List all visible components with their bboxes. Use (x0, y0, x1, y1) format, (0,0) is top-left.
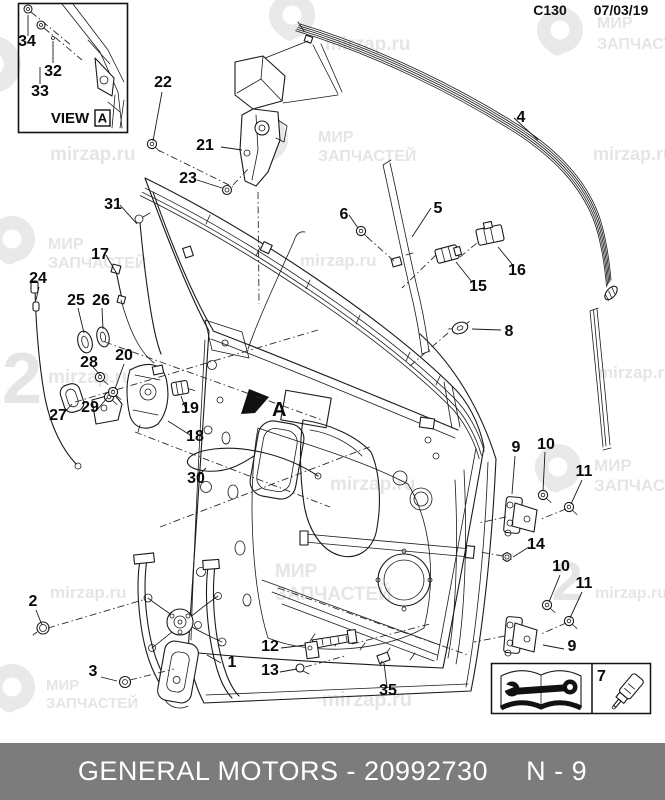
window-regulator (32, 552, 240, 709)
front-run-channel (355, 159, 431, 355)
watermark-brand: МИР (318, 129, 354, 146)
watermark-brand: МИР (275, 561, 317, 582)
part-label-30: 30 (187, 470, 205, 487)
part-label-22: 22 (154, 74, 172, 91)
watermark-brand: ЗАПЧАСТЕЙ (597, 34, 665, 53)
drawing-code: C130 (533, 2, 567, 18)
part-label-23: 23 (179, 170, 197, 187)
part-label-20: 20 (115, 347, 133, 364)
watermark-brand: МИР (597, 15, 633, 32)
part-label-25: 25 (67, 292, 85, 309)
watermark-brand: ЗАПЧАСТЕЙ (46, 694, 138, 712)
watermark-site: mirzap.ru (593, 144, 665, 164)
label-leader-lines (27, 15, 583, 688)
part-label-14: 14 (527, 536, 545, 553)
mirror-bracket-assembly (146, 40, 343, 196)
view-label: VIEW (51, 110, 90, 127)
part-label-10: 10 (552, 558, 570, 575)
part-label-35: 35 (379, 682, 397, 699)
part-label-11: 11 (576, 463, 593, 480)
part-label-19: 19 (181, 400, 199, 417)
watermark-site: mirzap.ru (598, 363, 665, 382)
footer-banner: GENERAL MOTORS - 20992730 N - 9 (0, 743, 665, 800)
part-label-3: 3 (89, 663, 98, 680)
watermark-brand: МИР (46, 677, 79, 694)
watermark-layer: МИР ЗАПЧАСТЕЙ mirzap.ru mirzap.ru МИР ЗА… (0, 0, 665, 715)
legend-boxes: 7 (490, 662, 652, 715)
part-label-33: 33 (31, 83, 49, 100)
view-reference-letter: A (272, 399, 286, 421)
door-hinges (502, 489, 578, 657)
part-label-2: 2 (29, 593, 38, 610)
part-label-16: 16 (508, 262, 526, 279)
watermark-site: mirzap.ru (48, 367, 134, 388)
part-label-13: 13 (261, 662, 279, 679)
part-label-27: 27 (49, 407, 67, 424)
watermark-site: mirzap.ru (330, 474, 416, 495)
part-label-21: 21 (196, 137, 214, 154)
watermark-brand: ЗАПЧАСТЕЙ (318, 146, 416, 165)
part-label-29: 29 (81, 399, 99, 416)
part-label-26: 26 (92, 292, 110, 309)
part-label-8: 8 (505, 323, 514, 340)
watermark-site: mirzap.ru (300, 251, 377, 270)
watermark-brand: МИР (48, 236, 84, 253)
part-label-15: 15 (469, 278, 487, 295)
watermark-site: mirzap.ru (50, 583, 127, 602)
watermark-site: mirzap.ru (50, 144, 136, 165)
part-label-10: 10 (537, 436, 555, 453)
watermark-numeral: 2 (2, 339, 42, 419)
clips-and-connectors (434, 220, 505, 335)
watermark-site: mirzap.ru (322, 689, 412, 711)
door-inner-panel-drawing: A (139, 177, 497, 704)
part-label-1: 1 (228, 654, 237, 671)
part-label-9: 9 (568, 638, 577, 655)
watermark-brand: МИР (594, 456, 632, 475)
part-label-34: 34 (18, 33, 36, 50)
part-label-5: 5 (434, 200, 443, 217)
drawing-date: 07/03/19 (594, 2, 649, 18)
view-ref-box (94, 109, 111, 127)
part-label-24: 24 (29, 270, 47, 287)
part-label-31: 31 (104, 196, 122, 213)
view-reference-arrow (241, 389, 269, 414)
legend-grease-label: 7 (597, 668, 606, 685)
part-label-11: 11 (576, 575, 593, 592)
watermark-brand: ЗАПЧАСТЕЙ (275, 583, 392, 605)
part-label-9: 9 (512, 439, 521, 456)
footer-page-ref: N - 9 (526, 756, 588, 786)
watermark-site: mirzap.ru (595, 585, 665, 602)
part-label-6: 6 (340, 206, 349, 223)
part-label-28: 28 (80, 354, 98, 371)
footer-title: GENERAL MOTORS - 20992730 (77, 756, 489, 786)
open-book-wrench-icon (499, 670, 583, 711)
view-ref-letter: A (98, 111, 108, 126)
assembly-axis-lines (30, 11, 567, 681)
grease-bottle-icon (611, 673, 644, 710)
part-label-12: 12 (261, 638, 279, 655)
view-a-inset: VIEW A (17, 2, 129, 134)
part-label-4: 4 (517, 109, 526, 126)
glass-run-channel (295, 21, 618, 451)
part-label-17: 17 (91, 246, 109, 263)
watermark-brand: ЗАПЧАСТЕЙ (594, 476, 665, 495)
latch-cluster (59, 326, 196, 433)
door-check-strap (295, 628, 391, 675)
watermark-brand: ЗАПЧАСТЕЙ (48, 253, 146, 272)
part-label-18: 18 (186, 428, 204, 445)
part-label-32: 32 (44, 63, 62, 80)
